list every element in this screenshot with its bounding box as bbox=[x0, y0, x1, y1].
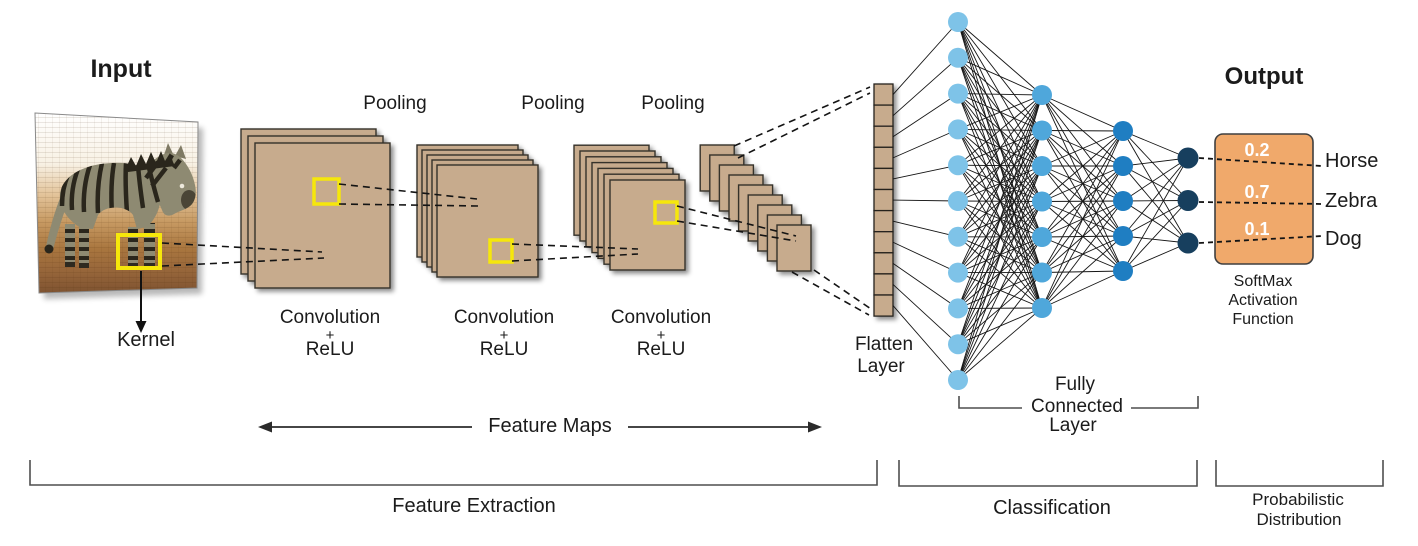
flatten-cell bbox=[873, 252, 894, 275]
input-image bbox=[34, 112, 203, 299]
network-node bbox=[948, 119, 968, 140]
network-node bbox=[948, 262, 968, 283]
network-node bbox=[1032, 156, 1052, 176]
kernel-box-conv3 bbox=[653, 200, 679, 225]
conv2-label: Convolution bbox=[453, 307, 555, 328]
network-node bbox=[948, 370, 968, 390]
flatten-cell bbox=[873, 83, 894, 106]
kernel-arrow bbox=[135, 271, 147, 333]
photo-frame bbox=[34, 112, 199, 294]
network-node bbox=[948, 47, 968, 68]
flatten-cell bbox=[873, 167, 894, 191]
classification-bracket bbox=[898, 460, 1198, 487]
fully-connected-bracket bbox=[958, 396, 1199, 409]
flatten-cell bbox=[873, 188, 894, 212]
section-probabilistic-1: Probabilistic bbox=[1252, 490, 1344, 509]
conv1-label: Convolution bbox=[279, 307, 381, 328]
flatten-label-1: Flatten bbox=[854, 334, 914, 355]
network-node bbox=[948, 12, 968, 32]
flatten-layer bbox=[873, 83, 894, 317]
kernel-box-input bbox=[116, 233, 162, 270]
zebra-mane bbox=[126, 151, 175, 172]
section-feature-extraction: Feature Extraction bbox=[392, 495, 556, 517]
network-node bbox=[1032, 262, 1052, 283]
network-node bbox=[1032, 85, 1052, 105]
network-node bbox=[948, 83, 968, 104]
kernel-box-conv1 bbox=[312, 177, 341, 206]
fc-label-1: Fully bbox=[1054, 374, 1096, 395]
conv2-relu: ReLU bbox=[479, 339, 529, 360]
feature-map-sheet bbox=[254, 142, 391, 289]
conv1-relu: ReLU bbox=[305, 339, 355, 360]
section-classification: Classification bbox=[993, 497, 1111, 519]
flatten-cell bbox=[873, 209, 894, 233]
softmax-box bbox=[1214, 133, 1314, 265]
network-node bbox=[1113, 226, 1133, 246]
flatten-cell bbox=[873, 294, 894, 317]
probability-dog: 0.1 bbox=[1244, 219, 1270, 239]
network-node bbox=[1113, 261, 1133, 281]
class-label-zebra: Zebra bbox=[1325, 190, 1378, 212]
feature-map-sheet bbox=[609, 179, 686, 271]
network-node bbox=[1177, 232, 1199, 254]
flatten-cell bbox=[873, 125, 894, 148]
network-edges bbox=[892, 21, 1189, 381]
network-node bbox=[948, 226, 968, 247]
flatten-cell bbox=[873, 231, 894, 254]
conv3-relu: ReLU bbox=[636, 339, 686, 360]
input-title: Input bbox=[90, 55, 152, 83]
network-node bbox=[1032, 298, 1052, 318]
probability-zebra: 0.7 bbox=[1244, 182, 1270, 202]
feature-maps-arrow bbox=[258, 421, 822, 433]
kernel-label: Kernel bbox=[117, 329, 175, 351]
network-nodes bbox=[948, 12, 1199, 390]
flatten-cell bbox=[873, 146, 894, 170]
feature-map-sheet bbox=[436, 164, 539, 278]
class-label-dog: Dog bbox=[1325, 228, 1362, 250]
flatten-cell bbox=[873, 104, 894, 127]
pooling-label-2: Pooling bbox=[521, 93, 585, 114]
network-node bbox=[1177, 190, 1199, 211]
pooling-label-1: Pooling bbox=[363, 93, 427, 114]
network-node bbox=[1032, 191, 1052, 212]
network-node bbox=[1032, 227, 1052, 247]
probabilistic-bracket bbox=[1215, 460, 1384, 487]
softmax-label-1: SoftMax bbox=[1233, 273, 1293, 290]
output-title: Output bbox=[1224, 63, 1304, 90]
feature-maps-label: Feature Maps bbox=[488, 415, 612, 437]
fully-connected-network bbox=[892, 12, 1199, 390]
network-node bbox=[1177, 147, 1199, 169]
feature-extraction-bracket bbox=[29, 460, 878, 486]
zebra-illustration bbox=[44, 143, 196, 268]
network-node bbox=[1113, 191, 1133, 211]
feature-map-stacks bbox=[240, 128, 812, 289]
kernel-box-conv2 bbox=[488, 238, 514, 264]
network-node bbox=[1113, 121, 1133, 141]
network-node bbox=[1113, 156, 1133, 176]
fc-label-2: Connected bbox=[1031, 396, 1123, 417]
flatten-label-2: Layer bbox=[857, 356, 905, 377]
class-label-horse: Horse bbox=[1325, 150, 1379, 172]
conv3-label: Convolution bbox=[610, 307, 712, 328]
zebra-eye bbox=[179, 183, 185, 189]
conv1-plus: + bbox=[325, 327, 335, 344]
conv2-plus: + bbox=[499, 327, 509, 344]
network-node bbox=[948, 155, 968, 176]
dashed-connectors bbox=[161, 86, 872, 316]
fc-label-3: Layer bbox=[1049, 415, 1097, 436]
output-class-lines bbox=[1198, 157, 1323, 244]
network-node bbox=[948, 334, 968, 355]
network-node bbox=[1032, 120, 1052, 141]
network-node bbox=[948, 191, 968, 211]
softmax-label-2: Activation bbox=[1228, 292, 1298, 309]
network-node bbox=[948, 298, 968, 319]
softmax-label-3: Function bbox=[1232, 311, 1294, 328]
pooling-label-3: Pooling bbox=[641, 93, 705, 114]
flatten-cell bbox=[873, 273, 894, 296]
probability-horse: 0.2 bbox=[1244, 140, 1270, 160]
conv3-plus: + bbox=[656, 327, 666, 344]
section-probabilistic-2: Distribution bbox=[1256, 510, 1342, 529]
